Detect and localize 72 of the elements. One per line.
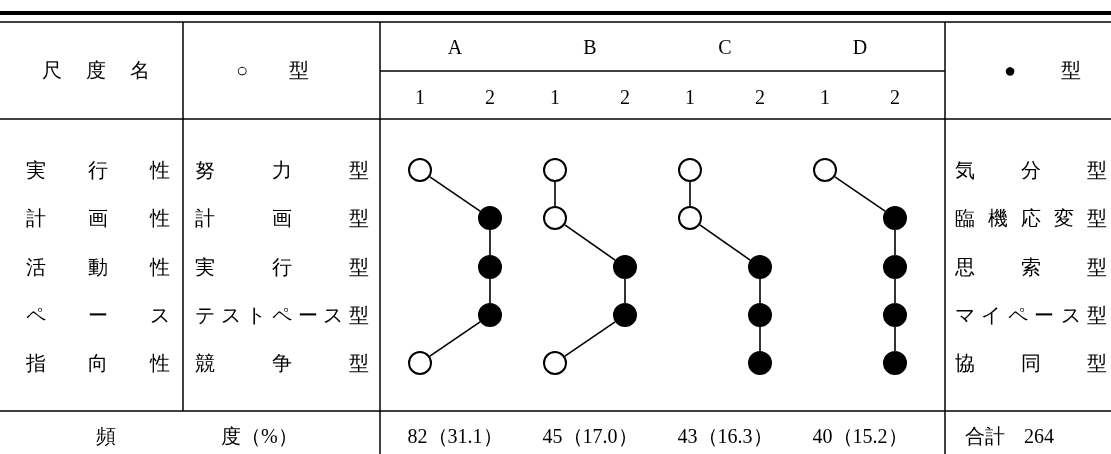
total-value: 合計 264 (965, 424, 1054, 449)
filled-circle (748, 351, 772, 375)
column-header: ● 型 (1004, 58, 1082, 83)
type-name: 努力型 (195, 158, 369, 183)
column-header: ○ 型 (236, 58, 310, 83)
filled-circle (478, 206, 502, 230)
group-header: C (717, 35, 733, 60)
open-circle (543, 158, 567, 182)
filled-circle (478, 255, 502, 279)
connector-line (429, 321, 481, 357)
open-circle (678, 158, 702, 182)
scale-name: 実行性 (26, 158, 170, 183)
filled-circle (883, 303, 907, 327)
type-name: 臨機応変型 (955, 206, 1107, 231)
connector-line (624, 278, 626, 304)
open-circle (543, 206, 567, 230)
open-circle (408, 158, 432, 182)
connector-line (699, 224, 751, 261)
filled-circle (613, 303, 637, 327)
connector-line (834, 176, 886, 212)
connector-line (894, 229, 896, 256)
open-circle (408, 351, 432, 375)
connector-line (759, 278, 761, 304)
filled-circle (478, 303, 502, 327)
subcolumn-header: 1 (414, 85, 426, 110)
connector-line (564, 224, 616, 261)
connector-line (489, 278, 491, 304)
subcolumn-header: 1 (549, 85, 561, 110)
group-header: D (851, 35, 869, 60)
filled-circle (883, 351, 907, 375)
filled-circle (748, 303, 772, 327)
connector-line (564, 321, 616, 357)
type-name: 協同型 (955, 351, 1107, 376)
subcolumn-header: 1 (819, 85, 831, 110)
subcolumn-header: 2 (619, 85, 631, 110)
column-header: 尺度名 (42, 58, 150, 83)
connector-line (894, 326, 896, 352)
connector-line (689, 181, 691, 207)
type-name: 計画型 (195, 206, 369, 231)
frequency-value: 43（16.3） (676, 424, 774, 449)
scale-name: ペース (26, 303, 170, 328)
type-name: 実行型 (195, 255, 369, 280)
connector-line (554, 181, 556, 207)
frequency-value: 45（17.0） (541, 424, 639, 449)
connector-line (759, 326, 761, 352)
row-header: 頻 度（%） (96, 424, 298, 449)
open-circle (543, 351, 567, 375)
subcolumn-header: 2 (754, 85, 766, 110)
type-name: 気分型 (955, 158, 1107, 183)
filled-circle (883, 206, 907, 230)
connector-line (894, 278, 896, 304)
group-header: B (582, 35, 598, 60)
scale-name: 計画性 (26, 206, 170, 231)
subcolumn-header: 2 (889, 85, 901, 110)
open-circle (813, 158, 837, 182)
filled-circle (613, 255, 637, 279)
connector-line (489, 229, 491, 256)
type-name: マイペース型 (955, 303, 1107, 328)
type-name: 思索型 (955, 255, 1107, 280)
connector-line (429, 176, 481, 212)
group-header: A (446, 35, 464, 60)
subcolumn-header: 2 (484, 85, 496, 110)
subcolumn-header: 1 (684, 85, 696, 110)
open-circle (678, 206, 702, 230)
type-name: 競争型 (195, 351, 369, 376)
filled-circle (748, 255, 772, 279)
filled-circle (883, 255, 907, 279)
type-name: テストペース型 (195, 303, 369, 328)
frequency-value: 40（15.2） (811, 424, 909, 449)
scale-name: 活動性 (26, 255, 170, 280)
scale-name: 指向性 (26, 351, 170, 376)
frequency-value: 82（31.1） (406, 424, 504, 449)
